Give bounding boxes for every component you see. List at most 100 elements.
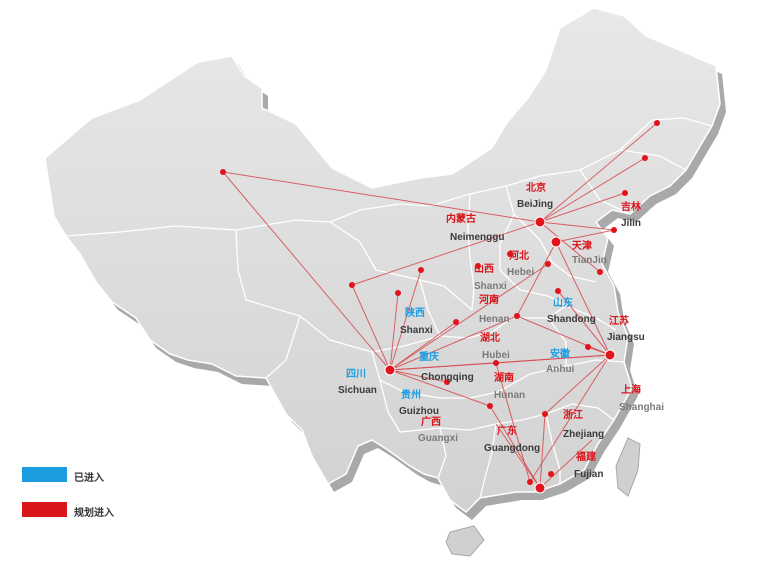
connection-line bbox=[495, 354, 611, 364]
province-cn-fujian: 福建 bbox=[575, 450, 597, 463]
location-dot bbox=[418, 267, 424, 273]
connection-line bbox=[539, 221, 615, 231]
connection-line bbox=[539, 192, 626, 223]
location-dot bbox=[642, 155, 648, 161]
location-dot bbox=[395, 290, 401, 296]
province-en-shaanxi: Shanxi bbox=[400, 325, 433, 336]
province-cn-jilin: 吉林 bbox=[621, 200, 642, 213]
legend-swatch-entered bbox=[22, 467, 67, 482]
province-cn-guangxi: 广西 bbox=[421, 415, 441, 428]
province-en-henan: Henan bbox=[479, 314, 510, 325]
province-cn-hebei: 河北 bbox=[509, 249, 529, 262]
province-cn-guizhou: 贵州 bbox=[401, 388, 421, 401]
connection-line bbox=[351, 284, 391, 371]
province-en-sichuan: Sichuan bbox=[338, 385, 377, 396]
province-labels: 北京 BeiJing 吉林 Jilin 内蒙古 Neimenggu 天津 TianJin 河北 H… bbox=[338, 181, 664, 480]
province-cn-henan: 河南 bbox=[479, 293, 499, 306]
connection-line bbox=[389, 321, 457, 371]
hub-dot-sichuan bbox=[384, 364, 396, 376]
province-cn-sichuan: 四川 bbox=[346, 368, 366, 380]
province-cn-shanxi: 山西 bbox=[474, 262, 494, 275]
province-cn-shaanxi: 陕西 bbox=[405, 306, 425, 319]
legend-swatch-planned bbox=[22, 502, 67, 517]
connection-line bbox=[539, 157, 646, 223]
connection-line bbox=[351, 221, 541, 286]
location-dot bbox=[545, 261, 551, 267]
province-cn-hunan: 湖南 bbox=[494, 371, 514, 384]
connection-lines bbox=[222, 122, 658, 489]
province-en-guangxi: Guangxi bbox=[418, 433, 458, 444]
location-dot bbox=[654, 120, 660, 126]
province-en-guizhou: Guizhou bbox=[399, 406, 439, 417]
province-en-shanghai: Shanghai bbox=[619, 402, 664, 413]
province-cn-guangdong: 广东 bbox=[497, 424, 517, 437]
location-dot bbox=[444, 379, 450, 385]
connection-line bbox=[539, 439, 593, 489]
location-dot bbox=[453, 319, 459, 325]
province-en-tianjin: TianJin bbox=[572, 255, 607, 266]
location-dot bbox=[487, 403, 493, 409]
province-cn-zhejiang: 浙江 bbox=[563, 408, 583, 421]
province-cn-neimenggu: 内蒙古 bbox=[446, 212, 476, 225]
connection-line bbox=[222, 171, 391, 371]
connection-line bbox=[389, 292, 399, 371]
location-dot bbox=[493, 360, 499, 366]
province-en-jiangsu: Jiangsu bbox=[607, 332, 645, 343]
connection-line bbox=[516, 315, 611, 356]
connection-line bbox=[389, 315, 518, 371]
connection-line bbox=[555, 229, 615, 243]
location-dot bbox=[548, 471, 554, 477]
legend-label-entered: 已进入 bbox=[74, 473, 104, 484]
province-en-guangdong: Guangdong bbox=[484, 443, 540, 454]
location-dot bbox=[611, 227, 617, 233]
connection-line bbox=[557, 290, 611, 356]
connection-line bbox=[389, 269, 422, 371]
connection-line bbox=[529, 354, 611, 483]
connection-line bbox=[489, 405, 541, 489]
province-en-hubei: Hubei bbox=[482, 350, 510, 361]
province-cn-tianjin: 天津 bbox=[572, 239, 592, 252]
connection-line bbox=[555, 241, 611, 356]
location-dot bbox=[622, 190, 628, 196]
province-en-hunan: Hunan bbox=[494, 390, 525, 401]
location-dot bbox=[475, 263, 481, 269]
province-cn-shandong: 山东 bbox=[553, 296, 573, 309]
hainan bbox=[445, 525, 485, 557]
province-en-anhui: Anhui bbox=[546, 364, 575, 375]
connection-line bbox=[389, 369, 491, 407]
province-cn-shanghai: 上海 bbox=[621, 383, 641, 396]
connection-line bbox=[544, 354, 611, 415]
connection-line bbox=[539, 221, 601, 273]
province-en-shandong: Shandong bbox=[547, 314, 596, 325]
connection-line bbox=[539, 122, 658, 223]
province-en-fujian: Fujian bbox=[574, 469, 603, 480]
province-en-chongqing: Chongqing bbox=[421, 372, 474, 383]
province-en-zhejiang: Zhejiang bbox=[563, 429, 604, 440]
province-borders bbox=[65, 117, 713, 499]
province-en-beijing: BeiJing bbox=[517, 199, 553, 210]
location-dot bbox=[555, 288, 561, 294]
hub-dot-beijing bbox=[534, 216, 546, 228]
province-en-shanxi: Shanxi bbox=[474, 281, 507, 292]
location-dot bbox=[597, 269, 603, 275]
province-cn-chongqing: 重庆 bbox=[419, 350, 439, 363]
location-dot bbox=[349, 282, 355, 288]
province-cn-beijing: 北京 bbox=[526, 181, 546, 194]
connection-line bbox=[389, 369, 448, 383]
province-en-neimenggu: Neimenggu bbox=[450, 232, 504, 243]
province-en-jilin: Jilin bbox=[621, 218, 641, 229]
location-dots bbox=[220, 120, 660, 494]
location-dot bbox=[542, 411, 548, 417]
connection-line bbox=[539, 413, 546, 489]
province-cn-anhui: 安徽 bbox=[550, 347, 571, 360]
connection-line bbox=[495, 362, 531, 483]
legend-label-planned: 规划进入 bbox=[74, 508, 114, 519]
connection-line bbox=[222, 171, 541, 223]
province-en-hebei: Hebei bbox=[507, 267, 534, 278]
taiwan bbox=[615, 437, 641, 497]
location-dot bbox=[507, 251, 513, 257]
location-dot bbox=[585, 344, 591, 350]
location-dot bbox=[220, 169, 226, 175]
connection-line bbox=[516, 241, 557, 317]
